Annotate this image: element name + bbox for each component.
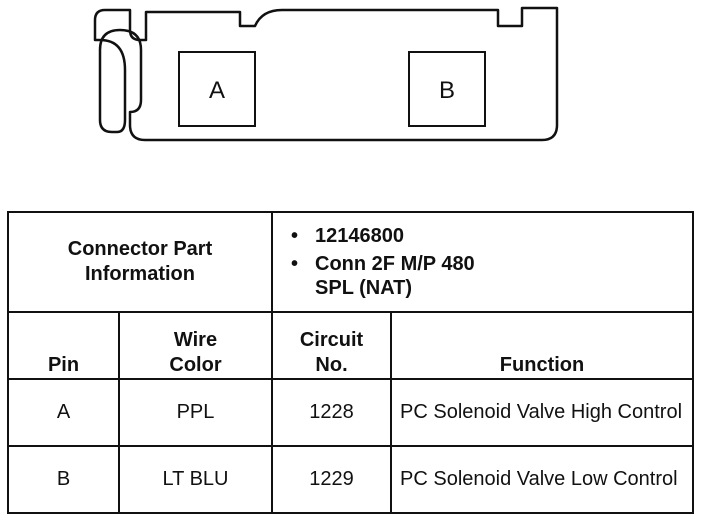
circuit-cell: 1228 xyxy=(271,378,393,447)
col-header-pin: Pin xyxy=(7,311,120,380)
col-header-wire-color: Wire Color xyxy=(117,311,274,380)
part-number-item: Conn 2F M/P 480 SPL (NAT) xyxy=(291,252,505,300)
wire-color-cell: LT BLU xyxy=(117,445,274,514)
col-header-circuit-no: Circuit No. xyxy=(271,311,393,380)
connector-info-table: Connector Part Information 12146800 Conn… xyxy=(6,211,695,514)
part-number-list: 12146800 Conn 2F M/P 480 SPL (NAT) xyxy=(281,224,684,300)
part-info-row: Connector Part Information 12146800 Conn… xyxy=(6,211,695,313)
function-cell: PC Solenoid Valve Low Control xyxy=(390,445,695,514)
part-number-item: 12146800 xyxy=(291,224,684,248)
pin-label-b: B xyxy=(439,77,455,104)
circuit-cell: 1229 xyxy=(271,445,393,514)
part-info-label: Connector Part Information xyxy=(6,211,274,313)
table-row: A PPL 1228 PC Solenoid Valve High Contro… xyxy=(7,378,695,447)
col-header-function: Function xyxy=(390,311,695,380)
pin-cavity-a xyxy=(178,51,256,127)
wire-color-cell: PPL xyxy=(117,378,274,447)
pin-cell: B xyxy=(7,445,120,514)
part-info-values: 12146800 Conn 2F M/P 480 SPL (NAT) xyxy=(271,211,695,313)
function-cell: PC Solenoid Valve High Control xyxy=(390,378,695,447)
connector-face-diagram: A B xyxy=(93,6,559,142)
pin-label-a: A xyxy=(209,77,225,104)
table-row: B LT BLU 1229 PC Solenoid Valve Low Cont… xyxy=(7,445,695,514)
connector-housing-outline xyxy=(93,6,559,142)
pin-cell: A xyxy=(7,378,120,447)
column-header-row: Pin Wire Color Circuit No. Function xyxy=(7,311,695,380)
pin-cavity-b xyxy=(408,51,486,127)
